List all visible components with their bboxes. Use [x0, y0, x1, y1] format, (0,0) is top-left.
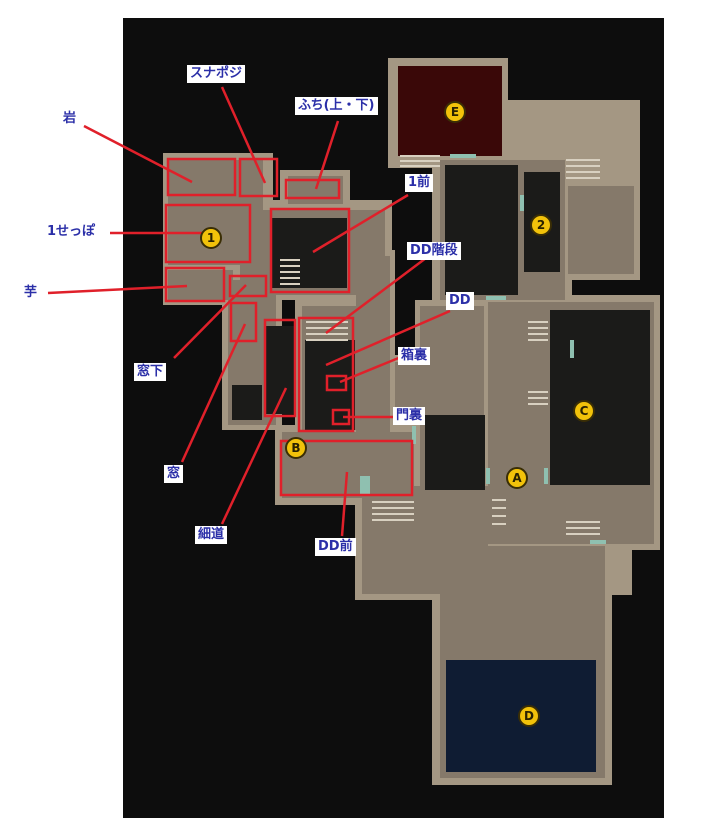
marker-1: 1: [200, 227, 222, 249]
line-imo: [47, 284, 188, 295]
marker-b: B: [285, 437, 307, 459]
line-fuchi: [314, 120, 340, 190]
label-hosomichi: 細道: [195, 526, 228, 544]
label-iwa: 岩: [63, 111, 77, 126]
box-dd: [297, 316, 355, 433]
marker-a: A: [506, 467, 528, 489]
label-sunapoji: スナポジ: [187, 65, 246, 83]
box-mado: [229, 301, 258, 343]
marker-d: D: [518, 705, 540, 727]
line-dd-mae: [340, 471, 349, 537]
line-iwa: [83, 124, 193, 184]
line-dd-kaidan: [325, 257, 427, 334]
line-mado: [180, 323, 247, 463]
line-mae1: [312, 193, 409, 254]
marker-2: 2: [530, 214, 552, 236]
box-iwa: [166, 157, 237, 197]
line-hakoura: [339, 355, 402, 384]
line-hosomichi: [220, 387, 288, 525]
label-imo: 芋: [24, 285, 38, 300]
box-fuchi: [284, 178, 341, 200]
box-sunapoji: [238, 157, 279, 198]
box-mae1: [269, 207, 351, 294]
callout-boxes: [164, 157, 414, 497]
line-dd: [325, 309, 451, 367]
box-hosomichi: [263, 318, 297, 418]
label-madoshita: 窓下: [134, 363, 167, 381]
box-imo: [164, 266, 226, 303]
label-monura: 門裏: [393, 407, 426, 425]
box-madoshita: [228, 274, 268, 298]
box-dd-mae: [279, 439, 414, 497]
callout-lines: [47, 86, 451, 537]
label-mado: 窓: [164, 465, 184, 483]
label-setsubo1: 1せっぽ: [47, 224, 96, 239]
marker-e: E: [444, 101, 466, 123]
line-sunapoji: [220, 86, 267, 184]
line-madoshita: [173, 284, 247, 359]
label-fuchi: ふち(上・下): [295, 97, 378, 115]
map-stairs: [280, 155, 600, 535]
label-dd-kaidan: DD階段: [407, 242, 461, 260]
marker-c: C: [573, 400, 595, 422]
label-dd-mae: DD前: [315, 538, 356, 556]
label-hakoura: 箱裏: [398, 347, 431, 365]
label-mae1: 1前: [405, 174, 434, 192]
map-doors: [360, 154, 606, 544]
label-dd: DD: [446, 292, 474, 310]
box-hakoura: [325, 374, 348, 392]
